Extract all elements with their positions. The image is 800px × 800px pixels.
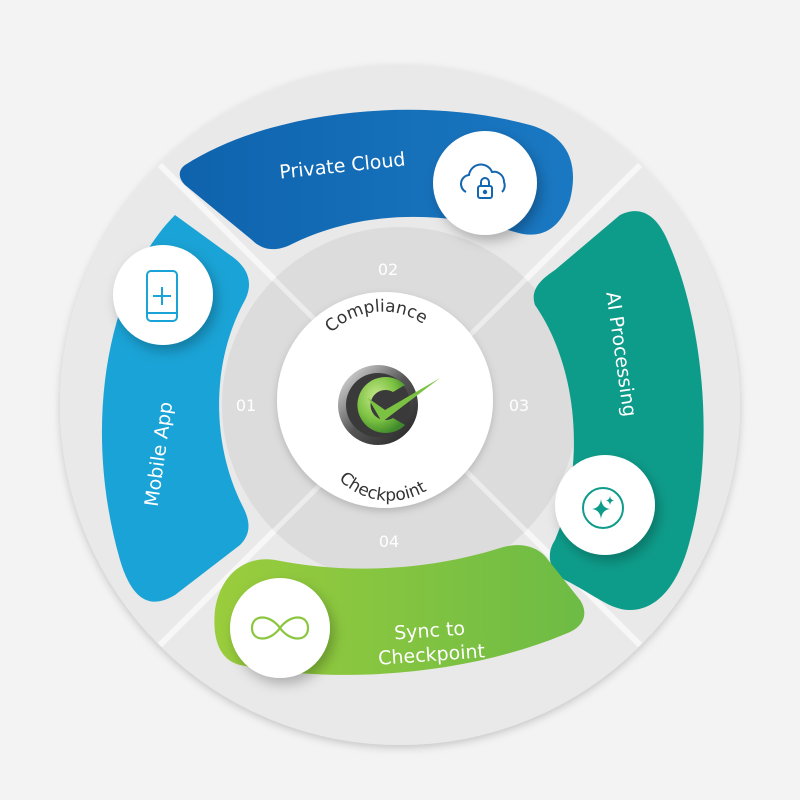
cloud-lock-icon <box>460 163 506 199</box>
compliance-checkmark-logo <box>338 365 440 445</box>
icon-badge-ai <box>555 455 655 555</box>
mobile-plus-icon <box>146 270 178 322</box>
step-number-04: 04 <box>379 532 399 551</box>
step-number-01: 01 <box>236 396 256 415</box>
step-sync-to-checkpoint[interactable]: Sync to Checkpoint <box>214 545 585 678</box>
step-number-02: 02 <box>378 260 398 279</box>
step-mobile-app[interactable]: Mobile App <box>101 215 250 602</box>
sparkle-icon <box>582 487 624 529</box>
step-private-cloud[interactable]: Private Cloud <box>179 109 574 250</box>
infinity-icon <box>250 616 310 640</box>
label-sync-line1: Sync to <box>393 618 465 645</box>
icon-badge-cloud <box>433 131 537 235</box>
step-number-03: 03 <box>509 396 529 415</box>
step-ai-processing[interactable]: AI Processing <box>533 211 704 610</box>
